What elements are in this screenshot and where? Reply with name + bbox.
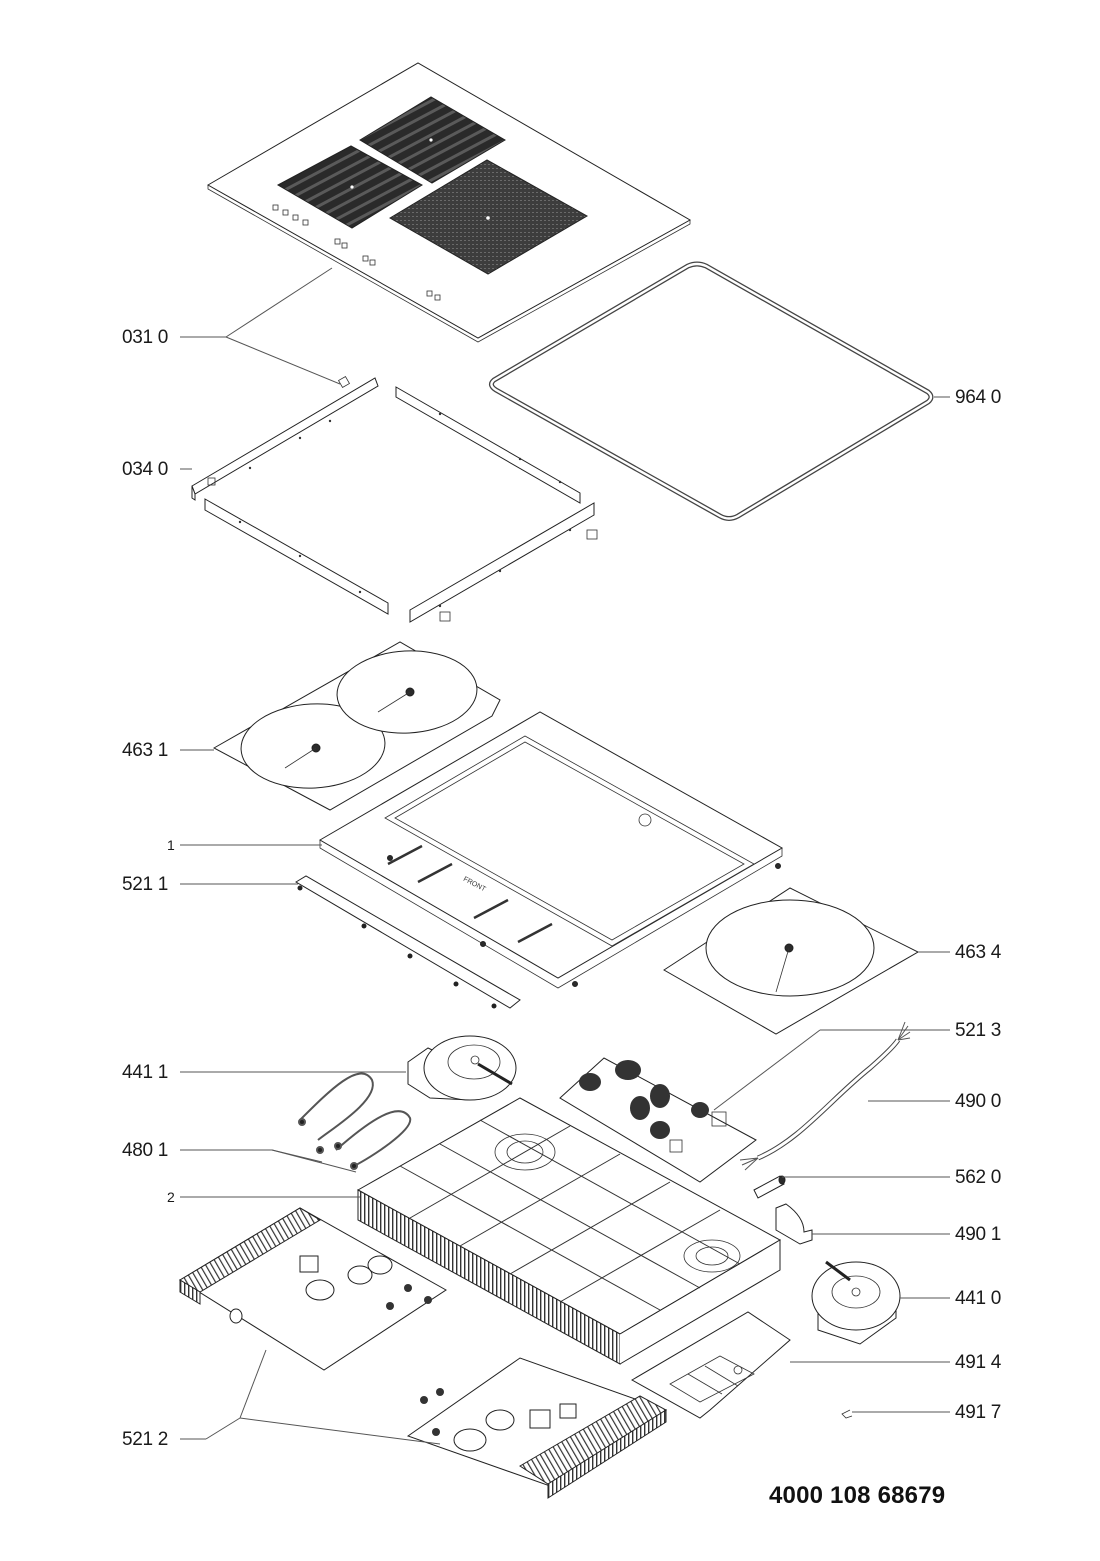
callout-491-7: 491 7: [955, 1402, 1002, 1423]
callout-480-1: 480 1: [122, 1140, 169, 1161]
cooking-zone-left: [276, 145, 423, 229]
cable-clamp-part: [775, 1203, 813, 1245]
cooling-fan-upper-part: [407, 1035, 517, 1101]
filter-board-part: [559, 1057, 757, 1183]
callout-562-0: 562 0: [955, 1167, 1002, 1188]
callout-463-4: 463 4: [955, 942, 1002, 963]
glass-top-part: [206, 62, 692, 343]
callout-490-1: 490 1: [955, 1224, 1002, 1245]
control-board-strip-part: [295, 875, 521, 1009]
bottom-housing-part: [356, 1097, 782, 1365]
callout-521-2: 521 2: [122, 1429, 169, 1450]
callout-463-1: 463 1: [122, 740, 169, 761]
leader-lines: [180, 267, 950, 1445]
callout-1: 1: [167, 837, 175, 853]
cooling-fan-lower-part: [811, 1260, 901, 1345]
callout-521-3: 521 3: [955, 1020, 1002, 1041]
callout-031-0: 031 0: [122, 327, 169, 348]
callout-441-1: 441 1: [122, 1062, 169, 1083]
callout-491-4: 491 4: [955, 1352, 1002, 1373]
wiring-harness-part: [298, 1072, 412, 1170]
callout-490-0: 490 0: [955, 1091, 1002, 1112]
document-number: 4000 108 68679: [769, 1482, 946, 1509]
callout-034-0: 034 0: [122, 459, 169, 480]
power-board-left-part: [179, 1207, 447, 1371]
terminal-block-plate-part: [630, 1311, 791, 1419]
seal-gasket-part: [488, 261, 934, 521]
power-cable-part: [739, 1021, 911, 1171]
single-coil-plate-part: [663, 887, 920, 1035]
callout-441-0: 441 0: [955, 1288, 1002, 1309]
double-coil-plate-part: [212, 641, 501, 811]
callout-2: 2: [167, 1189, 175, 1205]
touch-keys: [272, 204, 441, 301]
callout-964-0: 964 0: [955, 387, 1002, 408]
clip-part: [841, 1409, 853, 1419]
fuse-part: [753, 1175, 786, 1199]
callout-521-1: 521 1: [122, 874, 169, 895]
power-board-right-part: [406, 1357, 668, 1499]
frame-rails-part: [191, 375, 598, 623]
